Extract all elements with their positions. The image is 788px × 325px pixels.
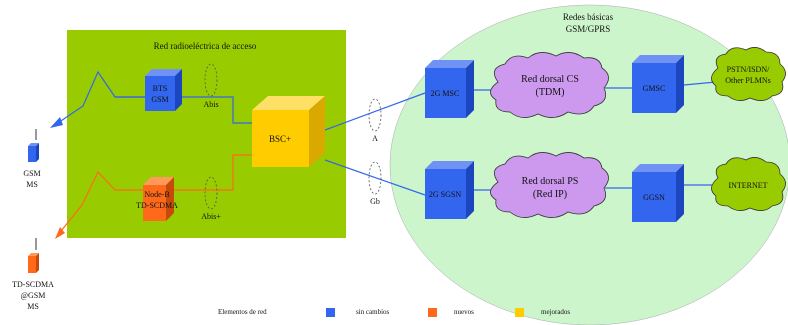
abis-marker	[204, 63, 218, 97]
td-ms-label-line2: @GSM	[21, 291, 46, 300]
pstn-label-line1: PSTN/ISDN/	[727, 65, 770, 74]
ps-core-label-line2: (Red IP)	[533, 189, 567, 200]
cs-core-label-line1: Red dorsal CS	[521, 74, 579, 85]
legend-swatch-new	[428, 308, 437, 317]
core-network-title-line2: GSM/GPRS	[566, 24, 611, 34]
gsm-ms-label-line1: GSM	[23, 169, 40, 178]
link-bsc-sgsn	[324, 159, 426, 196]
sgsn-node: 2G SGSN	[425, 161, 474, 219]
bts-label-line2: GSM	[151, 95, 168, 104]
core-network-title-line1: Redes básicas	[563, 12, 614, 22]
legend-title: Elementos de red	[218, 308, 267, 316]
td-ms-label-line3: MS	[27, 302, 39, 311]
td-scdma-ms-terminal: TD-SCDMA @GSM MS	[12, 238, 54, 311]
abis-plus-label: Abis+	[201, 212, 221, 221]
a-interface-marker	[368, 98, 382, 132]
ggsn-node: GGSN	[632, 164, 684, 222]
legend-swatch-enhanced	[515, 308, 524, 317]
bts-gsm-node: BTS GSM	[145, 69, 182, 111]
pstn-cloud: PSTN/ISDN/ Other PLMNs	[711, 47, 786, 101]
abis-plus-marker	[204, 176, 218, 210]
access-network-title: Red radioeléctrica de acceso	[154, 41, 257, 51]
bts-label-line1: BTS	[153, 84, 168, 93]
nodeb-label-line2: TD-SCDMA	[136, 201, 178, 210]
legend-label-new: nuevos	[454, 308, 474, 316]
legend-swatch-unchanged	[326, 308, 335, 317]
gmsc-node: GMSC	[632, 55, 684, 113]
sgsn-label: 2G SGSN	[429, 190, 461, 199]
pstn-label-line2: Other PLMNs	[725, 76, 771, 85]
interface-markers	[204, 63, 382, 210]
abis-label: Abis	[203, 100, 218, 109]
cs-core-label-line2: (TDM)	[536, 87, 565, 98]
internet-cloud: INTERNET	[711, 157, 786, 211]
cs-core-cloud: Red dorsal CS (TDM)	[490, 52, 609, 118]
ps-core-label-line1: Red dorsal PS	[522, 176, 579, 187]
legend-label-enhanced: mejorados	[541, 308, 570, 316]
ps-core-cloud: Red dorsal PS (Red IP)	[490, 152, 609, 218]
td-ms-label-line1: TD-SCDMA	[12, 280, 54, 289]
link-bsc-msc	[324, 92, 426, 131]
link-nodeb-bsc	[168, 154, 252, 191]
ggsn-label: GGSN	[643, 193, 665, 202]
radio-link-td	[56, 170, 145, 237]
bsc-plus-node: BSC+	[252, 96, 325, 167]
gb-interface-label: Gb	[370, 197, 380, 206]
msc-node: 2G MSC	[425, 60, 474, 118]
bsc-label: BSC+	[269, 134, 291, 144]
internet-label: INTERNET	[728, 181, 767, 190]
arrow-gsm-ms	[50, 117, 63, 128]
radio-link-gsm	[51, 70, 145, 128]
gb-interface-marker	[368, 161, 382, 195]
gsm-ms-terminal: GSM MS	[23, 129, 41, 189]
legend: Elementos de red sin cambios nuevos mejo…	[218, 308, 570, 317]
arrow-td-ms	[55, 227, 65, 239]
nodeb-td-scdma-node: Node-B TD-SCDMA	[136, 177, 178, 221]
a-interface-label: A	[372, 134, 378, 143]
gsm-ms-label-line2: MS	[26, 180, 38, 189]
msc-label: 2G MSC	[431, 89, 460, 98]
gmsc-label: GMSC	[643, 84, 666, 93]
legend-label-unchanged: sin cambios	[356, 308, 390, 316]
link-gmsc-pstn	[683, 81, 717, 86]
nodeb-label-line1: Node-B	[144, 190, 169, 199]
